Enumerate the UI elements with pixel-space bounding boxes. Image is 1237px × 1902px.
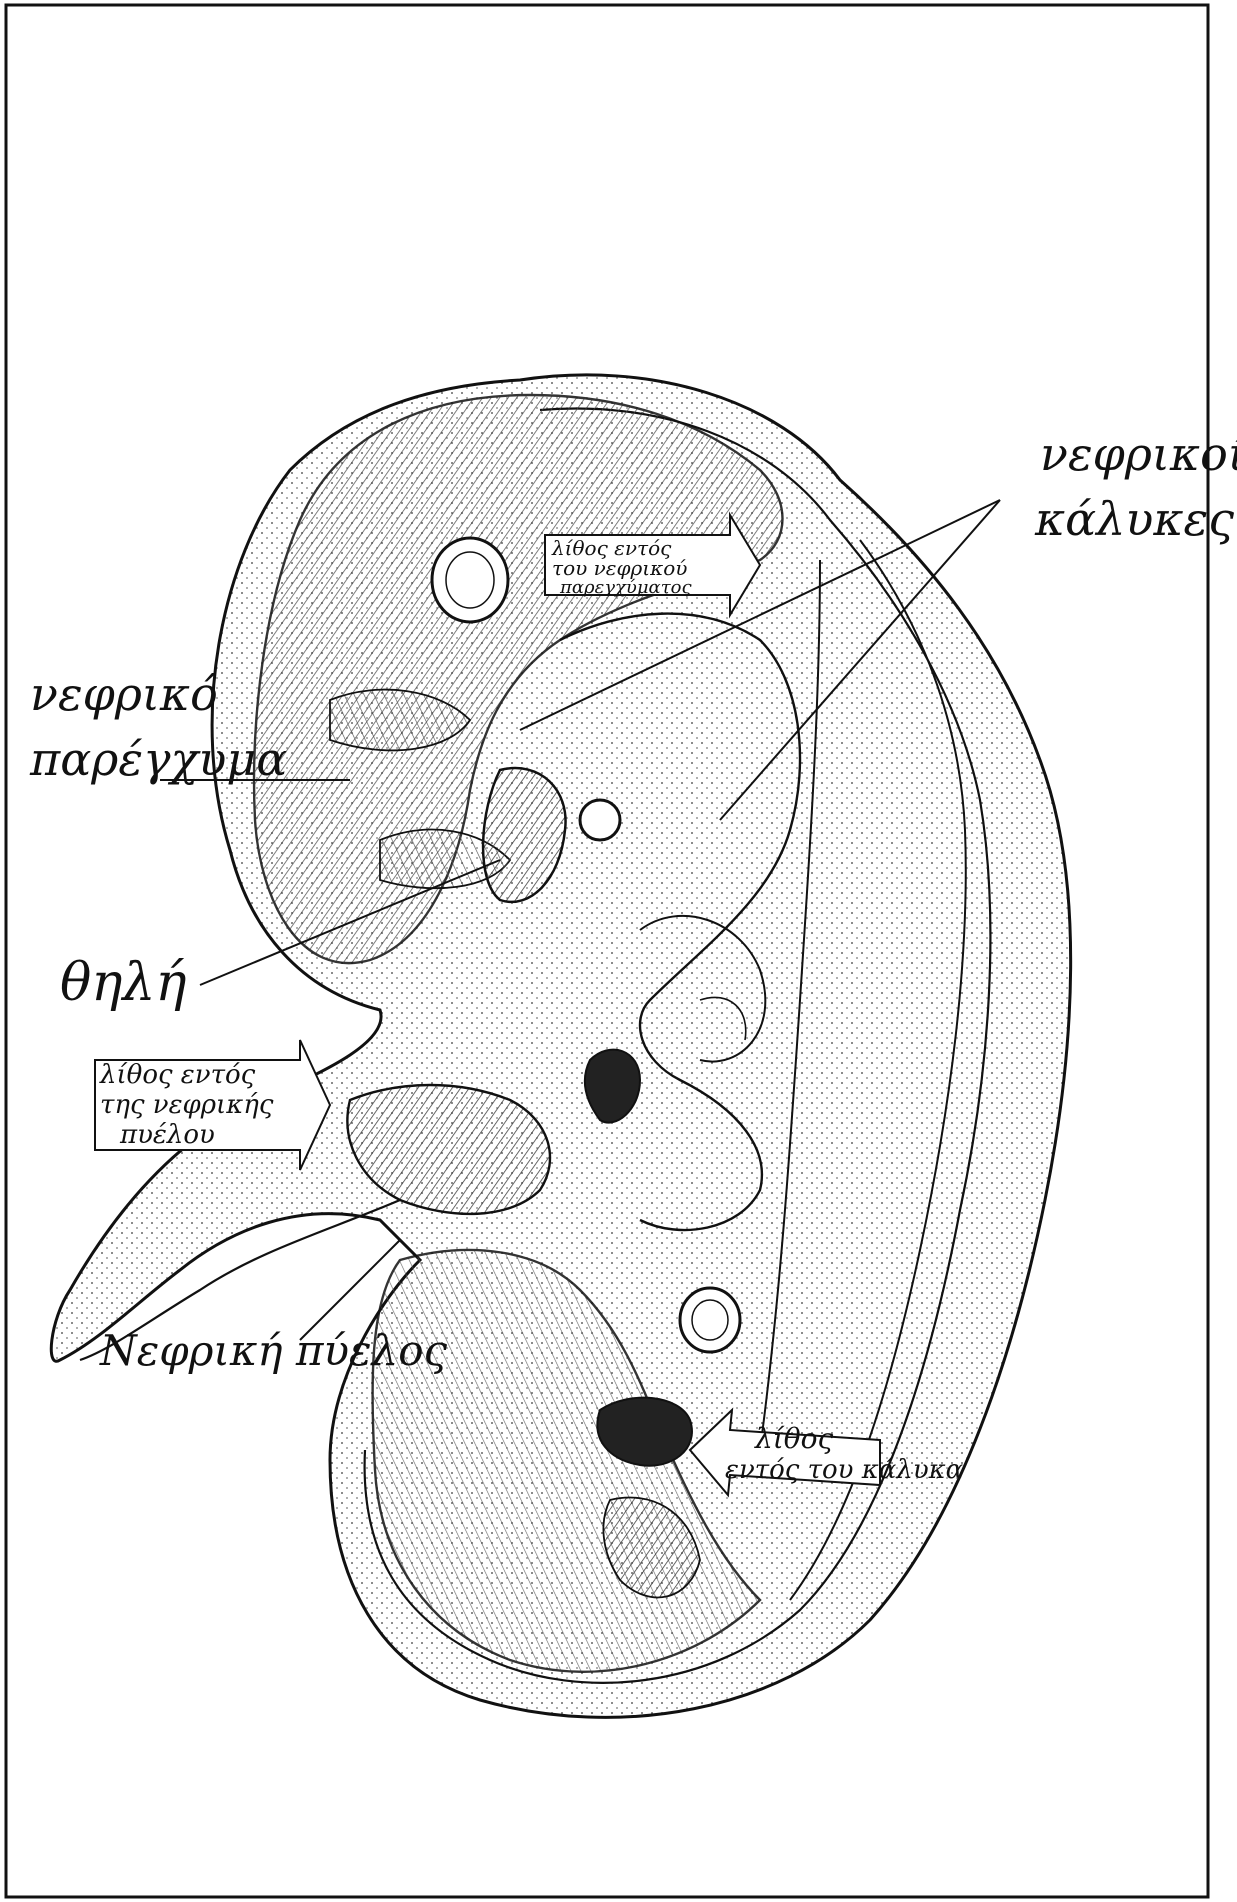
label-stone-pelvis-1: λίθος εντός [99, 1060, 256, 1090]
label-calyces-1: νεφρικοί [1040, 427, 1237, 481]
label-calyces-2: κάλυκες [1034, 492, 1234, 546]
label-stone-pelvis-2: της νεφρικής [100, 1090, 274, 1120]
label-stone-calyx-1: λίθος [754, 1422, 833, 1455]
label-pelvis: Νεφρική πύελος [99, 1326, 447, 1375]
label-parenchyma-1: νεφρικό [30, 667, 218, 721]
label-papilla: θηλή [60, 953, 187, 1013]
label-stone-pelvis-3: πυέλου [119, 1120, 215, 1150]
label-parenchyma-2: παρέγχυμα [29, 732, 287, 786]
small-stone-center [580, 800, 620, 840]
label-stone-parenchyma-3: παρεγχύματος [559, 577, 692, 598]
label-stone-calyx-2: εντός του κάλυκα [725, 1455, 964, 1485]
